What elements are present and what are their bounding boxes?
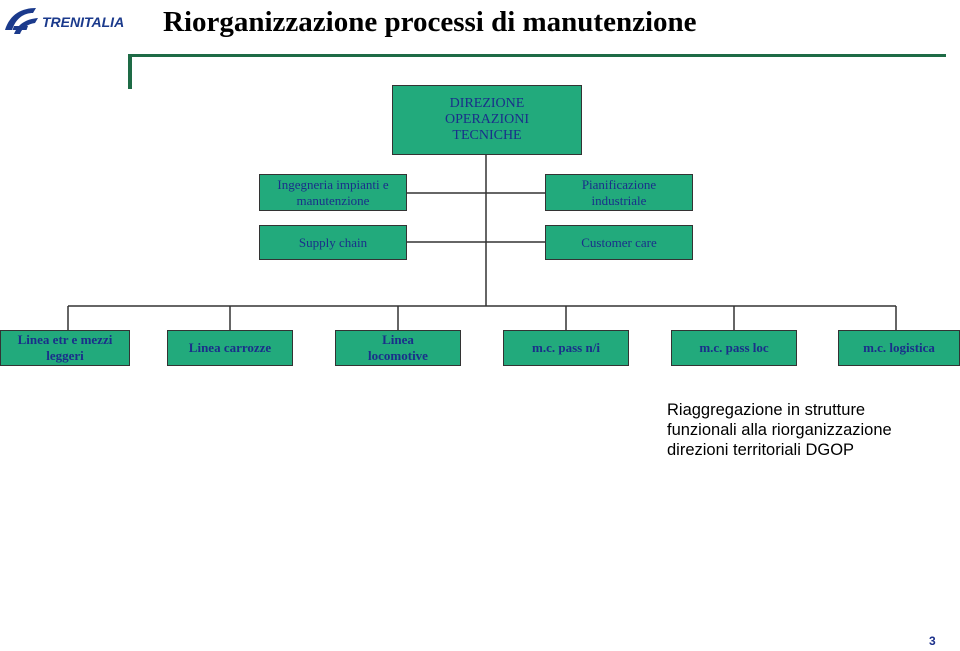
box-mc-logistica: m.c. logistica xyxy=(838,330,960,366)
box-ingegneria-label: Ingegneria impianti e manutenzione xyxy=(277,176,389,208)
box-mc-logistica-label: m.c. logistica xyxy=(863,340,935,355)
box-linea-etr: Linea etr e mezzi leggeri xyxy=(0,330,130,366)
trenitalia-logo: TRENITALIA xyxy=(2,4,132,40)
box-mc-pass-ni: m.c. pass n/i xyxy=(503,330,629,366)
box-mc-pass-ni-label: m.c. pass n/i xyxy=(532,340,600,355)
box-customer-care: Customer care xyxy=(545,225,693,260)
box-pianificazione-label: Pianificazione industriale xyxy=(581,176,657,208)
box-linea-etr-label: Linea etr e mezzi leggeri xyxy=(17,332,113,363)
box-supply-chain-label: Supply chain xyxy=(298,234,368,250)
page-number: 3 xyxy=(929,634,936,648)
box-mc-pass-loc-label: m.c. pass loc xyxy=(699,340,769,355)
page-title: Riorganizzazione processi di manutenzion… xyxy=(163,6,697,38)
logo-wordmark: TRENITALIA xyxy=(42,14,125,30)
box-ingegneria: Ingegneria impianti e manutenzione xyxy=(259,174,407,211)
box-linea-locomotive: Linea locomotive xyxy=(335,330,461,366)
box-linea-carrozze-label: Linea carrozze xyxy=(188,340,272,355)
box-supply-chain: Supply chain xyxy=(259,225,407,260)
title-rule xyxy=(128,54,946,57)
box-direzione-label: DIREZIONE OPERAZIONI TECNICHE xyxy=(445,96,529,143)
box-mc-pass-loc: m.c. pass loc xyxy=(671,330,797,366)
title-rule-accent xyxy=(128,57,132,89)
reorganization-note: Riaggregazione in strutture funzionali a… xyxy=(667,401,892,459)
box-pianificazione: Pianificazione industriale xyxy=(545,174,693,211)
box-direzione: DIREZIONE OPERAZIONI TECNICHE xyxy=(392,85,582,155)
fs-logo-icon xyxy=(5,8,38,34)
box-linea-locomotive-label: Linea locomotive xyxy=(368,332,428,363)
box-linea-carrozze: Linea carrozze xyxy=(167,330,293,366)
box-customer-care-label: Customer care xyxy=(581,234,657,250)
